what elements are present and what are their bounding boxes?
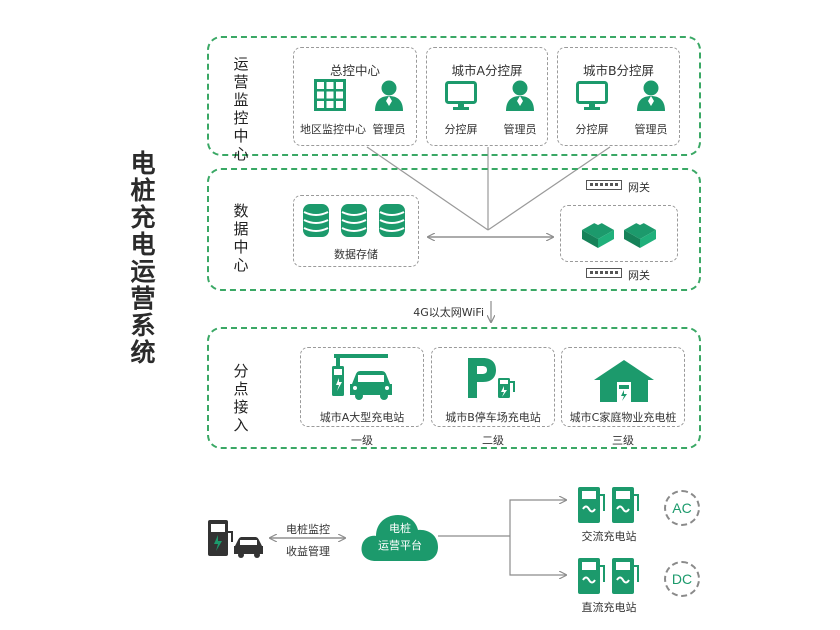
admin-label: 管理员 bbox=[634, 123, 668, 136]
person-icon bbox=[375, 80, 403, 111]
control-center-box bbox=[293, 47, 417, 146]
monitoring-layer bbox=[207, 36, 701, 156]
server-box bbox=[560, 205, 678, 262]
gateway-top-label: 网关 bbox=[628, 181, 650, 194]
data-center-layer-label: 数据中心 bbox=[233, 202, 249, 274]
dc-badge: DC bbox=[664, 561, 700, 597]
ac-charger-icon bbox=[578, 487, 639, 523]
station-b-level: 二级 bbox=[482, 434, 504, 447]
admin-label: 管理员 bbox=[503, 123, 537, 136]
charger-car-icon bbox=[208, 520, 263, 558]
access-layer bbox=[207, 327, 701, 449]
station-a-name: 城市A大型充电站 bbox=[319, 411, 405, 424]
cloud-line-1: 电桩 bbox=[389, 522, 411, 535]
gateway-icon bbox=[586, 180, 622, 190]
station-b-name: 城市B停车场充电站 bbox=[445, 411, 541, 424]
server-cube-icon bbox=[582, 219, 656, 248]
house-charger-icon bbox=[594, 360, 654, 402]
gateway-icon bbox=[586, 268, 622, 278]
monitor-icon bbox=[445, 81, 477, 110]
database-icon bbox=[303, 204, 405, 237]
city-b-screen-title: 城市B分控屏 bbox=[582, 63, 655, 78]
gateway-bottom-label: 网关 bbox=[628, 269, 650, 282]
city-a-screen-box bbox=[426, 47, 548, 146]
station-b-box bbox=[431, 347, 555, 427]
station-a-level: 一级 bbox=[351, 434, 373, 447]
charging-station-car-icon bbox=[332, 354, 392, 400]
admin-label: 管理员 bbox=[372, 123, 406, 136]
dc-charger-icon bbox=[578, 558, 639, 594]
screen-label: 分控屏 bbox=[575, 123, 609, 136]
person-icon bbox=[637, 80, 665, 111]
system-title: 电桩充电运营系统 bbox=[130, 149, 156, 367]
monitoring-layer-label: 运营监控中心 bbox=[233, 55, 249, 163]
station-a-box bbox=[300, 347, 424, 427]
data-storage-label: 数据存储 bbox=[334, 248, 378, 261]
dc-station-label: 直流充电站 bbox=[581, 601, 637, 614]
screen-label: 分控屏 bbox=[444, 123, 478, 136]
station-c-name: 城市C家庭物业充电桩 bbox=[569, 411, 677, 424]
grid-icon bbox=[314, 79, 346, 111]
station-c-box bbox=[561, 347, 685, 427]
person-icon bbox=[506, 80, 534, 111]
cloud-line-2: 运营平台 bbox=[378, 539, 422, 552]
cloud-icon bbox=[361, 515, 438, 561]
ac-station-label: 交流充电站 bbox=[581, 530, 637, 543]
city-b-screen-box bbox=[557, 47, 680, 146]
monitor-icon bbox=[576, 81, 608, 110]
access-layer-label: 分点接入 bbox=[233, 362, 249, 434]
ac-badge: AC bbox=[664, 490, 700, 526]
grid-item-label: 地区监控中心 bbox=[300, 123, 366, 136]
control-center-title: 总控中心 bbox=[329, 63, 380, 78]
station-c-level: 三级 bbox=[612, 434, 634, 447]
city-a-screen-title: 城市A分控屏 bbox=[451, 63, 523, 78]
monitor-label-2: 收益管理 bbox=[286, 545, 330, 558]
parking-charger-icon bbox=[468, 358, 515, 398]
data-storage-box bbox=[293, 195, 419, 267]
network-label: 4G以太网WiFi bbox=[413, 306, 484, 319]
data-center-layer bbox=[207, 168, 701, 291]
monitor-label-1: 电桩监控 bbox=[286, 523, 330, 536]
